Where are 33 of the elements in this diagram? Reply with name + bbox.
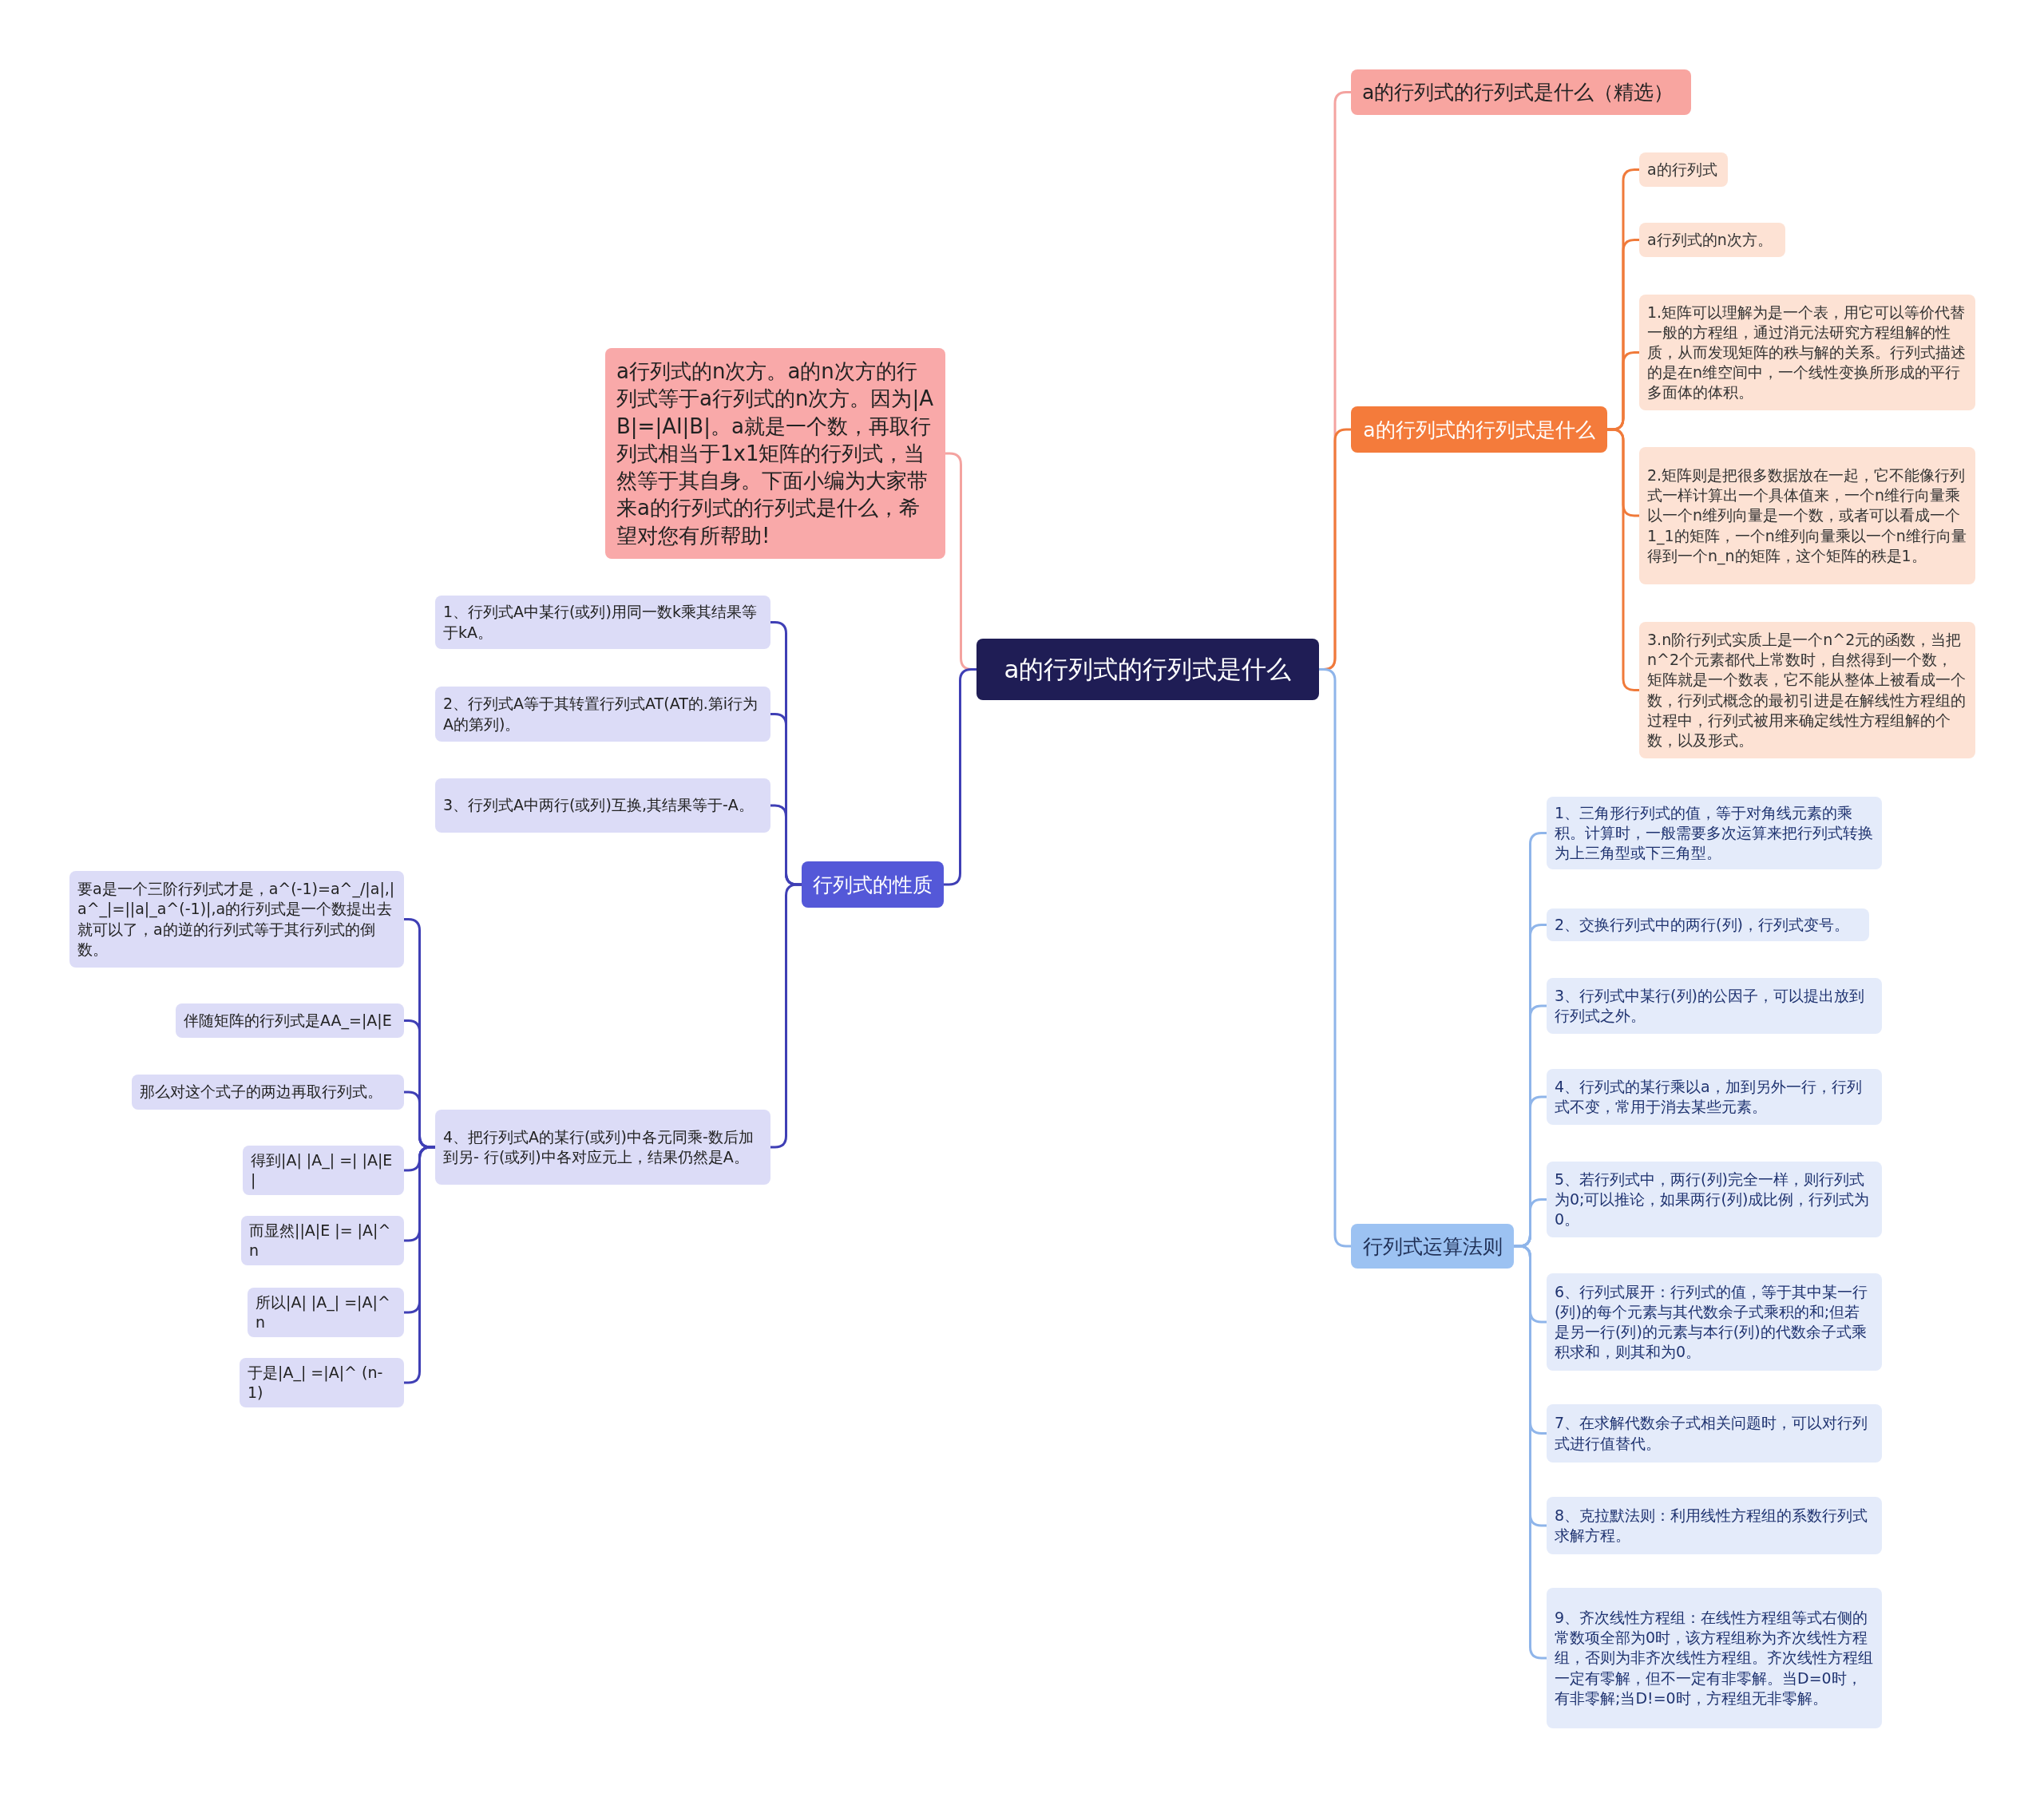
leaf-box: 3.n阶行列式实质上是一个n^2元的函数，当把n^2个元素都代上常数时，自然得到一个数，矩阵就是一个数表，它不能从整体上被看成一个数，行列式概念的最初引进是在解线性方程组的过程中，行列式被用来确定线性方程组解的个数，以及形式。 [1639, 622, 1975, 758]
leaf-box: 5、若行列式中，两行(列)完全一样，则行列式为0;可以推论，如果两行(列)成比例，行列式为0。 [1547, 1162, 1882, 1237]
leaf-box: 2.矩阵则是把很多数据放在一起，它不能像行列式一样计算出一个具体值来，一个n维行向量乘以一个n维列向量是一个数，或者可以看成一个1_1的矩阵，一个n维列向量乘以一个n维行向量得到一个n_n的矩阵，这个矩阵的秩是1。 [1639, 447, 1975, 584]
leaf-box: 1、三角形行列式的值，等于对角线元素的乘积。计算时，一般需要多次运算来把行列式转换为上三角型或下三角型。 [1547, 797, 1882, 869]
leaf-box: 4、把行列式A的某行(或列)中各元同乘-数后加到另- 行(或列)中各对应元上，结果仍然是A。 [435, 1110, 770, 1185]
leaf-box: a行列式的n次方。 [1639, 223, 1785, 257]
leaf-box: 伴随矩阵的行列式是AA_=|A|E [176, 1003, 404, 1038]
branch-line [944, 668, 976, 886]
leaf-box: 于是|A_| =|A|^ (n-1) [240, 1358, 404, 1408]
leaf-box: 2、交换行列式中的两行(列)，行列式变号。 [1547, 908, 1869, 941]
leaf-box: 8、克拉默法则：利用线性方程组的系数行列式求解方程。 [1547, 1497, 1882, 1554]
leaf-box: 9、齐次线性方程组：在线性方程组等式右侧的常数项全部为0时，该方程组称为齐次线性方程组，否则为非齐次线性方程组。齐次线性方程组一定有零解，但不一定有非零解。当D=0时，有非零解;当D!=0时，方程组无非零解。 [1547, 1588, 1882, 1728]
leaf-box: 3、行列式中某行(列)的公因子，可以提出放到行列式之外。 [1547, 978, 1882, 1034]
leaf-box: 所以|A| |A_| =|A|^n [248, 1288, 404, 1338]
leaf-box: 6、行列式展开：行列式的值，等于其中某一行(列)的每个元素与其代数余子式乘积的和;但若是另一行(列)的元素与本行(列)的代数余子式乘积求和，则其和为0。 [1547, 1273, 1882, 1371]
leaf-box: 1.矩阵可以理解为是一个表，用它可以等价代替一般的方程组，通过消元法研究方程组解的性质，从而发现矩阵的秩与解的关系。行列式描述的是在n维空间中，一个线性变换所形成的平行多面体的体积。 [1639, 295, 1975, 410]
topic-box: 行列式运算法则 [1351, 1224, 1514, 1269]
topic-box: 行列式的性质 [802, 861, 944, 908]
leaf-box: 7、在求解代数余子式相关问题时，可以对行列式进行值替代。 [1547, 1404, 1882, 1463]
leaf-box: 要a是一个三阶行列式才是，a^(-1)=a^_/|a|,|a^_|=||a|_a^(-1)|,a的行列式是一个数提出去就可以了，a的逆的行列式等于其行列式的倒数。 [69, 871, 404, 968]
leaf-box: 3、行列式A中两行(或列)互换,其结果等于-A。 [435, 778, 770, 833]
leaf-box: 而显然||A|E |= |A|^n [241, 1216, 404, 1266]
leaf-box: 那么对这个式子的两边再取行列式。 [132, 1075, 404, 1110]
leaf-box: 1、行列式A中某行(或列)用同一数k乘其结果等于kA。 [435, 596, 770, 649]
leaf-box: 得到|A| |A_| =| |A|E | [243, 1146, 404, 1196]
branch-line [404, 1146, 435, 1384]
topic-box: a的行列式的行列式是什么 [1351, 406, 1607, 453]
leaf-box: 2、行列式A等于其转置行列式AT(AT的.第i行为A的第列)。 [435, 687, 770, 742]
topic-box: a的行列式的行列式是什么（精选） [1351, 69, 1691, 115]
summary-box: a行列式的n次方。a的n次方的行列式等于a行列式的n次方。因为|AB|=|AI|B|。a就是一个数，再取行列式相当于1x1矩阵的行列式，当然等于其自身。下面小编为大家带来a的行列式的行列式是什么，希望对您有所帮助! [605, 348, 945, 559]
leaf-box: 4、行列式的某行乘以a，加到另外一行，行列式不变，常用于消去某些元素。 [1547, 1069, 1882, 1125]
leaf-box: a的行列式 [1639, 152, 1728, 187]
central-topic-box: a的行列式的行列式是什么 [976, 639, 1319, 700]
